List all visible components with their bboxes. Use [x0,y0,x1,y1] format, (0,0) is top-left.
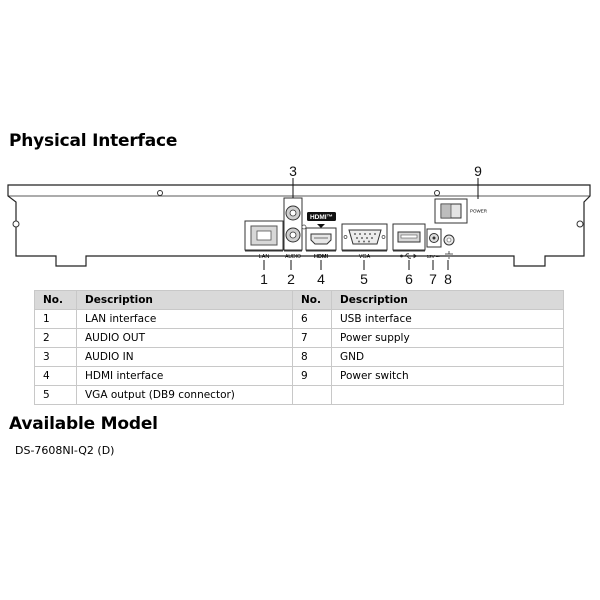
table-cell: AUDIO IN [76,347,293,367]
callout-7: 7 [429,271,437,287]
hdmi-logo: HDMI™ [307,212,336,221]
table-cell: LAN interface [76,309,293,329]
column-header-no: No. [34,290,77,310]
lan-port [244,220,284,252]
callout-6: 6 [405,271,413,287]
vga-port [341,223,388,252]
power-switch [434,198,468,224]
section-title-physical-interface: Physical Interface [9,131,178,151]
callout-3: 3 [289,163,297,179]
table-cell: USB interface [331,309,564,329]
table-row: 1 LAN interface 6 USB interface [34,309,564,329]
chassis-outline [7,184,591,267]
table-cell: GND [331,347,564,367]
table-cell: 7 [292,328,332,348]
audio-ports [283,197,303,252]
hdmi-port [305,224,337,252]
callout-1: 1 [260,271,268,287]
table-cell: HDMI interface [76,366,293,386]
callout-9: 9 [474,163,482,179]
column-header-no: No. [292,290,332,310]
table-cell: Power switch [331,366,564,386]
power-rating-label: 12V ⎓ [427,254,440,259]
hdmi-port-label: HDMI [314,254,329,260]
callout-8: 8 [444,271,452,287]
hdmi-logo-text: HDMI™ [310,214,333,221]
interface-table: No. Description No. Description 1 LAN in… [34,290,564,405]
table-cell: Power supply [331,328,564,348]
table-cell: 2 [34,328,77,348]
table-cell: 8 [292,347,332,367]
column-header-description: Description [331,290,564,310]
audio-port-label: AUDIO [285,254,301,260]
section-title-available-model: Available Model [9,414,158,434]
column-header-description: Description [76,290,293,310]
table-cell: VGA output (DB9 connector) [76,385,293,405]
callout-5: 5 [360,271,368,287]
table-header-row: No. Description No. Description [34,290,564,310]
usb-port [392,223,426,252]
table-cell: 4 [34,366,77,386]
table-cell [292,385,332,405]
gnd-terminal [443,234,455,246]
table-cell: 1 [34,309,77,329]
table-cell: 6 [292,309,332,329]
table-row: 4 HDMI interface 9 Power switch [34,366,564,386]
audio-indicator [301,224,307,230]
table-cell: AUDIO OUT [76,328,293,348]
table-cell: 5 [34,385,77,405]
lan-port-label: LAN [259,254,270,260]
vga-port-label: VGA [359,254,371,260]
table-cell: 3 [34,347,77,367]
power-supply-jack [426,228,442,248]
callout-2: 2 [287,271,295,287]
table-cell: 9 [292,366,332,386]
callout-leader-lines [263,178,479,270]
usb-icon [400,253,418,259]
rear-panel-diagram: LAN AUDIO HDMI™ HDMI VGA [7,163,591,287]
table-row: 5 VGA output (DB9 connector) [34,385,564,405]
chassis-screws [12,190,584,228]
table-row: 3 AUDIO IN 8 GND [34,347,564,367]
callout-4: 4 [317,271,325,287]
model-number: DS-7608NI-Q2 (D) [15,444,115,457]
ground-icon [445,251,453,259]
power-switch-label: POWER [470,209,488,214]
table-cell [331,385,564,405]
table-row: 2 AUDIO OUT 7 Power supply [34,328,564,348]
